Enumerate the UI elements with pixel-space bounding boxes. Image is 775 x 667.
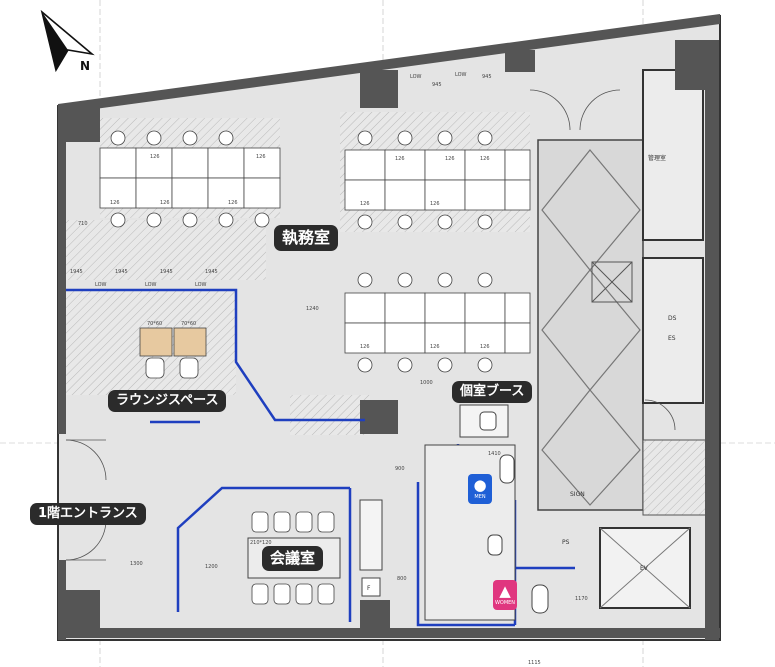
svg-text:126: 126 [150, 154, 160, 160]
desks-left [99, 147, 281, 209]
room-label-entrance: 1階エントランス [30, 503, 146, 526]
svg-text:1945: 1945 [115, 269, 128, 275]
women-toilet-sign: ▲ WOMEN [493, 580, 517, 610]
room-label-meeting: 会議室 [262, 546, 324, 571]
shelf-unit [359, 499, 383, 571]
svg-text:945: 945 [482, 74, 492, 80]
room-label-lounge: ラウンジスペース [108, 390, 227, 413]
svg-text:1300: 1300 [130, 561, 143, 567]
svg-text:70*60: 70*60 [181, 321, 196, 327]
svg-text:126: 126 [228, 200, 238, 206]
dimension-labels: 1240 1000 900 1300 1200 800 1115 710 141… [78, 221, 588, 666]
north-arrow-icon: N [40, 9, 95, 73]
svg-text:1240: 1240 [306, 306, 319, 312]
svg-text:1945: 1945 [205, 269, 218, 275]
men-toilet-sign: ● MEN [468, 474, 492, 504]
es-label: ES [668, 335, 676, 342]
svg-text:710: 710 [78, 221, 88, 227]
f-box [361, 577, 381, 597]
chairs [110, 130, 493, 373]
svg-text:126: 126 [256, 154, 266, 160]
svg-text:LOW: LOW [195, 282, 207, 288]
svg-text:1200: 1200 [205, 564, 218, 570]
columns [58, 40, 707, 630]
svg-text:900: 900 [395, 466, 405, 472]
lounge-chairs [145, 357, 199, 379]
left-wall-upper [58, 104, 66, 434]
svg-text:800: 800 [397, 576, 407, 582]
kanri-room [642, 69, 704, 241]
kanri-label: 管理室 [648, 154, 666, 162]
svg-text:1945: 1945 [70, 269, 83, 275]
room-label-booth: 個室ブース [452, 381, 533, 404]
svg-text:1170: 1170 [575, 596, 588, 602]
women-icon: ▲ [499, 582, 511, 600]
low-partition-labels: 1945 1945 1945 1945 LOW LOW LOW LOW LOW … [70, 72, 492, 288]
women-label: WOMEN [494, 600, 516, 606]
svg-text:945: 945 [432, 82, 442, 88]
svg-text:1115: 1115 [528, 660, 541, 666]
svg-text:126: 126 [395, 156, 405, 162]
svg-text:126: 126 [430, 201, 440, 207]
svg-text:F: F [367, 585, 371, 592]
svg-text:1410: 1410 [488, 451, 501, 457]
svg-text:126: 126 [445, 156, 455, 162]
office-corridor-left [66, 220, 266, 280]
north-label: N [80, 59, 90, 73]
left-wall-lower [58, 560, 66, 640]
booth-chair [479, 411, 497, 431]
desks-right-top [344, 149, 531, 211]
svg-text:1945: 1945 [160, 269, 173, 275]
ds-es-room [642, 257, 704, 404]
svg-text:126: 126 [430, 344, 440, 350]
svg-text:LOW: LOW [455, 72, 467, 78]
ev-label: EV [640, 565, 649, 572]
svg-text:70*60: 70*60 [147, 321, 162, 327]
svg-text:126: 126 [480, 156, 490, 162]
core-diamonds [541, 149, 641, 506]
svg-text:126: 126 [360, 344, 370, 350]
svg-text:210*120: 210*120 [250, 540, 272, 546]
meeting-chairs [251, 511, 335, 605]
men-label: MEN [474, 494, 486, 500]
top-wall [58, 14, 720, 114]
svg-text:126: 126 [160, 200, 170, 206]
svg-text:LOW: LOW [95, 282, 107, 288]
room-label-office: 執務室 [274, 225, 339, 251]
core-area [537, 139, 644, 511]
corridor-floor [290, 395, 370, 435]
stair-box [591, 261, 633, 303]
bottom-wall [58, 628, 720, 638]
svg-text:126: 126 [110, 200, 120, 206]
men-icon: ● [473, 476, 487, 494]
right-wall [705, 40, 719, 640]
desks-right-bottom [344, 292, 531, 354]
sign-label: SIGN [570, 491, 585, 498]
svg-text:LOW: LOW [145, 282, 157, 288]
svg-text:126: 126 [480, 344, 490, 350]
svg-text:1000: 1000 [420, 380, 433, 386]
entrance-doors [65, 89, 676, 561]
svg-text:126: 126 [360, 201, 370, 207]
svg-text:LOW: LOW [410, 74, 422, 80]
lounge-table-1 [139, 327, 173, 357]
elevator-hall [642, 439, 714, 516]
ds-label: DS [668, 315, 677, 322]
ps-label: PS [562, 539, 570, 546]
lounge-table-2 [173, 327, 207, 357]
